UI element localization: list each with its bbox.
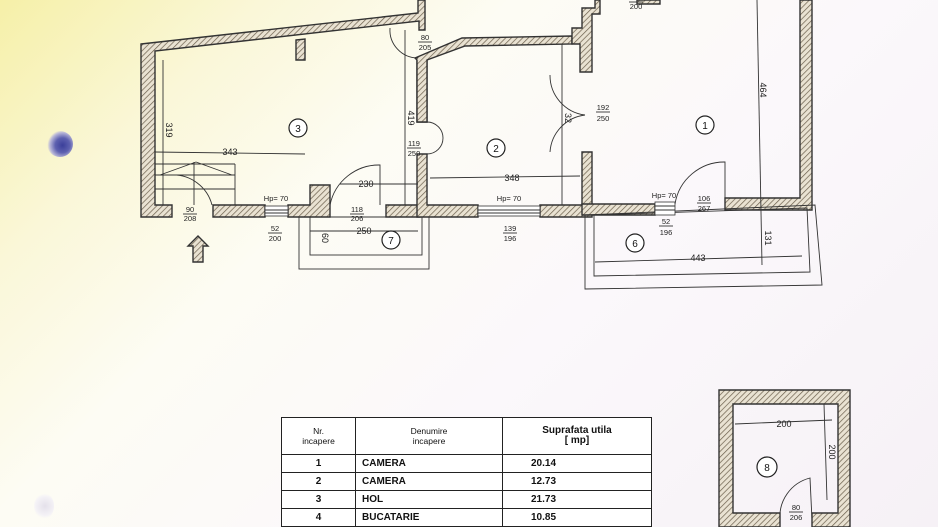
svg-text:419: 419	[406, 110, 416, 125]
room-6-number: 6	[632, 239, 638, 250]
svg-text:464: 464	[758, 82, 768, 97]
svg-text:348: 348	[504, 173, 519, 183]
svg-text:200: 200	[827, 444, 837, 459]
punch-hole	[34, 493, 54, 519]
svg-text:131: 131	[763, 230, 773, 245]
table-row: 1 CAMERA 20.14	[281, 454, 652, 473]
table-header-row: Nr. incapere Denumire incapere Suprafata…	[281, 417, 652, 455]
room-8-number: 8	[764, 463, 770, 474]
svg-text:192: 192	[597, 103, 610, 112]
svg-text:106: 106	[698, 194, 711, 203]
svg-text:Hp= 70: Hp= 70	[652, 191, 676, 200]
svg-text:80: 80	[421, 33, 429, 42]
room-1-walls	[581, 0, 813, 216]
room-markers: 3 2 1 6 7 8	[288, 115, 778, 478]
header-nr: Nr. incapere	[281, 417, 356, 455]
svg-text:119: 119	[408, 139, 420, 148]
svg-text:250: 250	[597, 114, 610, 123]
svg-text:32: 32	[563, 113, 573, 123]
terraces	[298, 204, 823, 290]
header-name: Denumire incapere	[355, 417, 503, 455]
svg-text:196: 196	[504, 234, 517, 243]
svg-text:250: 250	[356, 226, 371, 236]
table-row: 4 BUCATARIE 10.85	[281, 508, 652, 527]
svg-text:200: 200	[776, 419, 791, 429]
svg-text:205: 205	[419, 43, 432, 52]
room-7-number: 7	[388, 236, 394, 247]
room-3-number: 3	[295, 124, 301, 135]
room-2-number: 2	[493, 144, 499, 155]
svg-text:200: 200	[269, 234, 282, 243]
room-8-walls	[718, 389, 851, 527]
svg-text:90: 90	[186, 205, 194, 214]
room-1-number: 1	[702, 121, 708, 132]
svg-text:118: 118	[351, 205, 363, 214]
table-row: 3 HOL 21.73	[281, 490, 652, 509]
svg-text:208: 208	[184, 214, 197, 223]
dimension-lines	[154, 0, 833, 501]
svg-text:139: 139	[504, 224, 517, 233]
svg-text:343: 343	[222, 147, 237, 157]
svg-text:200: 200	[630, 2, 643, 11]
svg-text:80: 80	[792, 503, 800, 512]
room-2-walls	[413, 0, 601, 218]
svg-text:267: 267	[698, 204, 711, 213]
svg-text:319: 319	[164, 122, 174, 137]
svg-text:206: 206	[351, 214, 364, 223]
dimension-labels: 343 319 419 348 32 464 443 131 250 60 23…	[164, 82, 837, 459]
svg-text:250: 250	[408, 149, 421, 158]
svg-text:Hp= 70: Hp= 70	[264, 194, 288, 203]
svg-text:52: 52	[662, 217, 670, 226]
punch-hole	[47, 131, 73, 157]
entry-arrow-icon	[186, 235, 210, 263]
svg-text:52: 52	[271, 224, 279, 233]
table-row: 2 CAMERA 12.73	[281, 472, 652, 491]
svg-text:206: 206	[790, 513, 803, 522]
svg-text:60: 60	[320, 233, 330, 243]
svg-text:196: 196	[660, 228, 673, 237]
windows	[264, 201, 676, 217]
svg-text:Hp= 70: Hp= 70	[497, 194, 521, 203]
opening-labels: 90 208 80 205 200 119 250 192 250 118 20…	[183, 1, 803, 522]
header-area: Suprafata utila [ mp]	[502, 417, 652, 455]
svg-text:230: 230	[358, 179, 373, 189]
svg-text:443: 443	[690, 253, 705, 263]
room-area-table: Nr. incapere Denumire incapere Suprafata…	[281, 417, 652, 527]
